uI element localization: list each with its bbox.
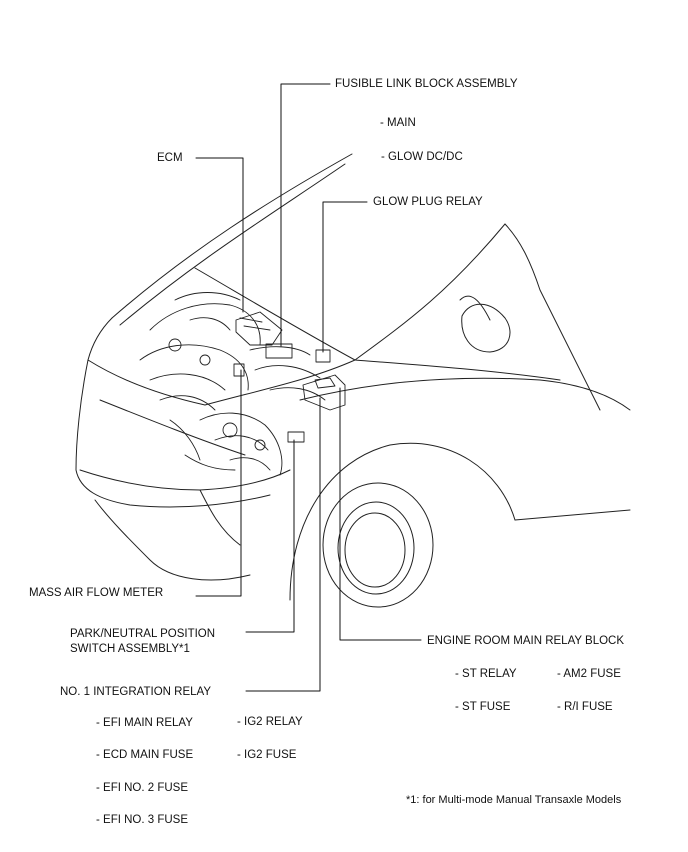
- front-wheel: [322, 482, 434, 608]
- wheel-arch: [289, 442, 516, 601]
- leader-glow: [322, 201, 368, 353]
- label-am2-fuse: - AM2 FUSE: [557, 668, 621, 680]
- hood-outline: [111, 153, 353, 319]
- label-glow-dcdc: - GLOW DC/DC: [381, 151, 463, 163]
- engine-bay: [139, 292, 346, 476]
- leader-integration: [245, 397, 321, 692]
- label-park-neutral-2: SWITCH ASSEMBLY*1: [70, 643, 190, 655]
- label-efi-main-relay: - EFI MAIN RELAY: [96, 717, 193, 729]
- label-st-relay: - ST RELAY: [455, 668, 517, 680]
- relay-block-box: [302, 374, 346, 411]
- label-efi-no3-fuse: - EFI NO. 3 FUSE: [96, 814, 189, 826]
- mirror-outline: [461, 303, 511, 353]
- label-fusible-link: FUSIBLE LINK BLOCK ASSEMBLY: [335, 78, 518, 90]
- label-mass-air-flow: MASS AIR FLOW METER: [29, 587, 164, 599]
- label-ri-fuse: - R/I FUSE: [557, 701, 613, 713]
- leader-lines: [195, 83, 422, 692]
- leader-relay-block: [339, 387, 422, 641]
- leader-park: [245, 439, 295, 633]
- label-main: - MAIN: [380, 117, 416, 129]
- windshield-outline: [354, 223, 506, 361]
- label-engine-room-relay-block: ENGINE ROOM MAIN RELAY BLOCK: [427, 635, 625, 647]
- label-glow-plug-relay: GLOW PLUG RELAY: [373, 196, 483, 208]
- fusible-link-box: [265, 343, 293, 359]
- leader-fusible: [280, 83, 331, 347]
- ecm-box: [235, 311, 283, 346]
- label-st-fuse: - ST FUSE: [455, 701, 511, 713]
- label-integration-relay: NO. 1 INTEGRATION RELAY: [60, 686, 212, 698]
- footnote: *1: for Multi-mode Manual Transaxle Mode…: [406, 794, 622, 806]
- leader-maf: [195, 369, 242, 597]
- maf-box: [233, 363, 245, 377]
- label-ecm: ECM: [157, 152, 183, 164]
- label-ig2-fuse: - IG2 FUSE: [237, 749, 297, 761]
- bumper-outline: [79, 469, 291, 491]
- label-park-neutral-1: PARK/NEUTRAL POSITION: [70, 628, 216, 640]
- label-ecd-main-fuse: - ECD MAIN FUSE: [96, 749, 194, 761]
- park-neutral-box: [287, 431, 305, 443]
- leader-ecm: [195, 157, 244, 313]
- label-ig2-relay: - IG2 RELAY: [237, 716, 303, 728]
- front-fender-outline: [75, 317, 271, 508]
- label-efi-no2-fuse: - EFI NO. 2 FUSE: [96, 782, 189, 794]
